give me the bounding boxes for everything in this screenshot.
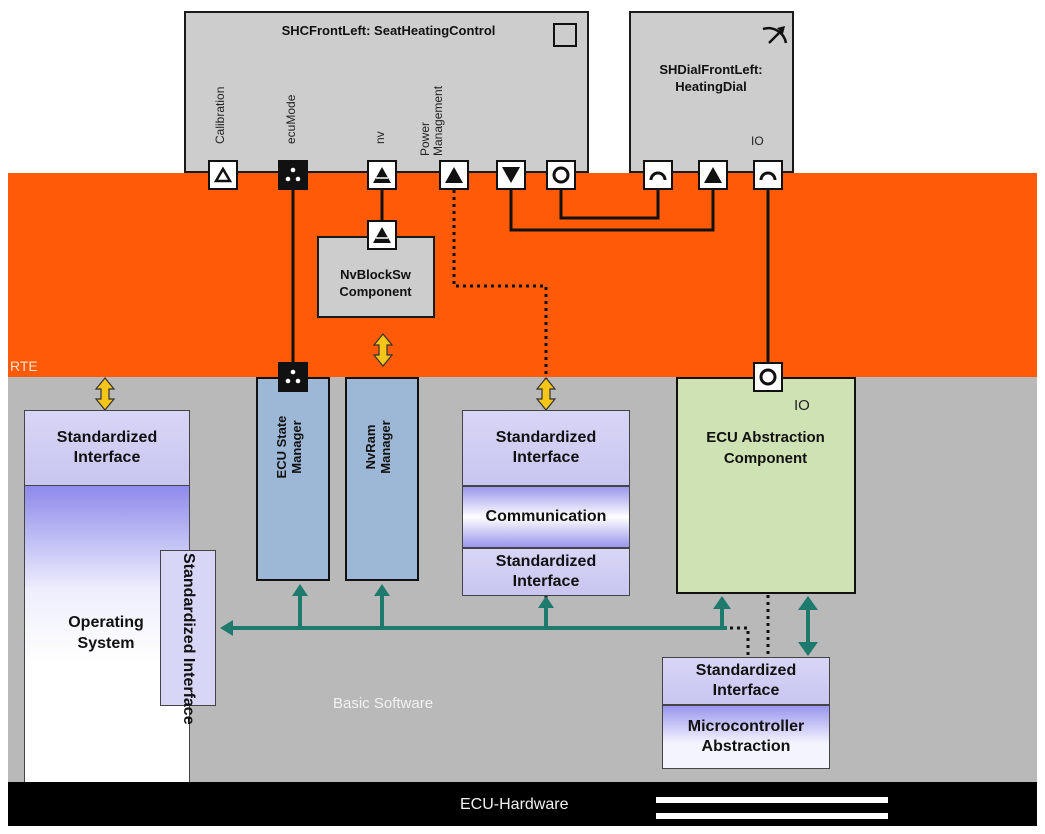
seat-heating-control-component: SHCFrontLeft: SeatHeatingControl <box>184 11 589 173</box>
heating-dial-component: SHDialFrontLeft: HeatingDial <box>629 11 794 173</box>
os-side-interface-text: Standardized Interface <box>180 553 197 725</box>
rte-layer <box>8 173 1037 377</box>
ecu-abs-io-label: IO <box>794 397 810 414</box>
os-standardized-interface: Standardized Interface <box>24 410 190 486</box>
ecu-state-manager: ECU State Manager <box>256 377 330 581</box>
ecu-abs-io-port[interactable] <box>753 362 783 392</box>
receiver-port[interactable] <box>496 160 526 190</box>
nv-port[interactable] <box>367 160 397 190</box>
nv-port-label: nv <box>373 131 387 144</box>
sender-receiver-connector <box>509 190 715 232</box>
server-port[interactable] <box>546 160 576 190</box>
com-standardized-interface-top: Standardized Interface <box>462 410 630 486</box>
triangle-down-icon <box>502 167 520 183</box>
mode-dots-icon <box>285 369 301 384</box>
mode-dots-icon <box>285 167 301 182</box>
hardware-stripe <box>656 813 888 819</box>
communication: Communication <box>462 486 630 548</box>
sender-port[interactable] <box>698 160 728 190</box>
circle-icon <box>552 166 570 184</box>
dial-icon <box>762 26 788 44</box>
heating-dial-title: SHDialFrontLeft: HeatingDial <box>659 62 763 94</box>
ecu-state-manager-title: ECU State Manager <box>274 415 304 479</box>
hardware-stripe <box>656 797 888 803</box>
os-side-standardized-interface: Standardized Interface <box>160 550 216 725</box>
ecu-hardware-label: ECU-Hardware <box>460 796 569 813</box>
nvram-manager: NvRam Manager <box>345 377 419 581</box>
double-arrow-icon <box>94 377 116 411</box>
calibration-port[interactable] <box>208 160 238 190</box>
double-arrow-icon <box>372 333 394 367</box>
dial-io-label: IO <box>751 134 764 148</box>
component-square-icon <box>553 23 577 47</box>
triangle-filled-icon <box>373 167 391 183</box>
mcal-standardized-interface: Standardized Interface <box>662 657 830 705</box>
nvblock-title: NvBlockSw Component <box>339 267 412 299</box>
bus-arrow-left <box>220 620 233 636</box>
nvram-manager-title: NvRam Manager <box>363 420 393 474</box>
arc-icon <box>759 171 777 181</box>
calibration-port-label: Calibration <box>213 86 227 144</box>
triangle-filled-icon <box>445 167 463 183</box>
ecumode-port-label: ecuMode <box>284 94 298 144</box>
ecu-abstraction-component: IO ECU Abstraction Component <box>676 377 856 594</box>
basic-software-label: Basic Software <box>333 695 434 712</box>
nvblock-sw-component: NvBlockSw Component <box>317 236 435 318</box>
microcontroller-abstraction: Microcontroller Abstraction <box>662 705 830 769</box>
nvblock-port[interactable] <box>367 220 397 250</box>
power-management-port-label: Power Management <box>418 85 445 156</box>
client-port[interactable] <box>643 160 673 190</box>
ecumode-port[interactable] <box>278 160 308 190</box>
rte-label: RTE <box>10 358 38 374</box>
triangle-filled-icon <box>704 167 722 183</box>
ecu-state-manager-port[interactable] <box>278 362 308 392</box>
triangle-filled-icon <box>373 227 391 243</box>
operating-system-title: Operating System <box>68 614 144 652</box>
triangle-outline-icon <box>214 167 232 183</box>
seat-heating-control-title: SHCFrontLeft: SeatHeatingControl <box>281 23 496 38</box>
circle-icon <box>759 368 777 386</box>
arc-icon <box>649 171 667 181</box>
dial-io-port[interactable] <box>753 160 783 190</box>
com-standardized-interface-bottom: Standardized Interface <box>462 548 630 596</box>
double-arrow-icon <box>535 377 557 411</box>
power-management-port[interactable] <box>439 160 469 190</box>
ecu-abstraction-title: ECU Abstraction Component <box>706 429 825 467</box>
client-server-connector <box>559 190 660 220</box>
